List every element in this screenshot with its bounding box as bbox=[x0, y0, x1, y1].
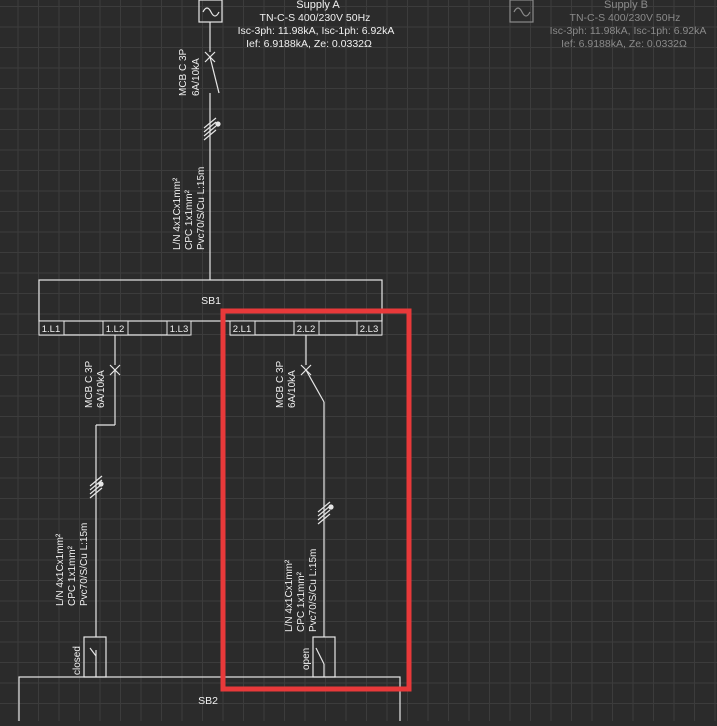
supply-a-system: TN-C-S 400/230V 50Hz bbox=[260, 12, 371, 24]
sb2-title: SB2 bbox=[198, 695, 218, 707]
breaker-contact bbox=[305, 369, 325, 403]
ac-wave-icon bbox=[513, 7, 531, 17]
supply-a-title: Supply A bbox=[296, 0, 340, 11]
ac-wave-icon bbox=[202, 7, 220, 17]
cable-tick-marks-icon bbox=[317, 501, 331, 525]
cable-left-spec: Pvc70/S/Cu L:15m bbox=[79, 523, 90, 606]
cable-main-cpc: CPC 1x1mm² bbox=[184, 189, 195, 250]
terminal-1-l1[interactable]: 1.L1 bbox=[38, 320, 65, 336]
breaker-right-rating: 6A/10kA bbox=[287, 370, 298, 408]
terminal-2-l2[interactable]: 2.L2 bbox=[293, 320, 320, 336]
terminal-label: 2.L1 bbox=[233, 324, 252, 335]
switch-left-state: closed bbox=[72, 646, 83, 675]
supply-a-earth-fault: Ief: 6.9188kA, Ze: 0.0332Ω bbox=[246, 38, 372, 50]
supply-b-source-icon bbox=[509, 0, 534, 23]
supply-b-fault-current: Isc-3ph: 11.98kA, Isc-1ph: 6.92kA bbox=[550, 25, 707, 37]
cable-right-conductors: L/N 4x1Cx1mm² bbox=[284, 559, 295, 632]
supply-b-earth-fault: Ief: 6.9188kA, Ze: 0.0332Ω bbox=[561, 38, 687, 50]
terminal-2-l1[interactable]: 2.L1 bbox=[229, 320, 256, 336]
cable-main-conductors: L/N 4x1Cx1mm² bbox=[172, 177, 183, 250]
sb1-body bbox=[38, 279, 383, 322]
main-feeder[interactable] bbox=[203, 22, 221, 280]
cable-tick-marks-icon bbox=[203, 117, 217, 141]
neutral-dot-icon bbox=[98, 481, 104, 487]
terminal-2-l3[interactable]: 2.L3 bbox=[356, 320, 383, 336]
cable-left-cpc: CPC 1x1mm² bbox=[67, 545, 78, 606]
cable-right-cpc: CPC 1x1mm² bbox=[296, 571, 307, 632]
cable-main-label[interactable]: L/N 4x1Cx1mm² CPC 1x1mm² Pvc70/S/Cu L:15… bbox=[172, 167, 207, 250]
terminal-label: 1.L3 bbox=[170, 324, 189, 335]
switch-right-state: open bbox=[301, 648, 312, 670]
supply-b[interactable]: Supply B TN-C-S 400/230V 50Hz Isc-3ph: 1… bbox=[509, 0, 707, 50]
breaker-right-label[interactable]: MCB C 3P 6A/10kA bbox=[275, 360, 298, 408]
supply-a[interactable]: Supply A TN-C-S 400/230V 50Hz Isc-3ph: 1… bbox=[198, 0, 395, 50]
switch-left-frame bbox=[83, 636, 107, 678]
cable-right-label[interactable]: L/N 4x1Cx1mm² CPC 1x1mm² Pvc70/S/Cu L:15… bbox=[284, 549, 319, 632]
switch-left-blade bbox=[89, 647, 97, 657]
supply-b-title: Supply B bbox=[604, 0, 648, 11]
sb2-body bbox=[18, 676, 401, 726]
terminal-1-l2[interactable]: 1.L2 bbox=[102, 320, 129, 336]
breaker-contact bbox=[209, 56, 220, 94]
breaker-left-rating: 6A/10kA bbox=[96, 370, 107, 408]
cable-right-spec: Pvc70/S/Cu L:15m bbox=[308, 549, 319, 632]
breaker-left-type: MCB C 3P bbox=[84, 360, 95, 408]
switch-right-blade-open bbox=[315, 647, 325, 665]
terminal-1-l3[interactable]: 1.L3 bbox=[166, 320, 192, 336]
sb1-title: SB1 bbox=[201, 295, 221, 307]
sb2-switchboard[interactable]: SB2 bbox=[18, 676, 401, 726]
terminal-label: 2.L3 bbox=[360, 324, 379, 335]
selection-highlight bbox=[220, 308, 412, 692]
cable-left-label[interactable]: L/N 4x1Cx1mm² CPC 1x1mm² Pvc70/S/Cu L:15… bbox=[55, 523, 90, 606]
terminal-label: 1.L2 bbox=[106, 324, 125, 335]
supply-b-system: TN-C-S 400/230V 50Hz bbox=[570, 12, 681, 24]
neutral-dot-icon bbox=[328, 504, 334, 510]
sb1-switchboard[interactable]: SB1 1.L1 1.L2 1.L3 2.L1 2.L2 2.L3 bbox=[38, 279, 383, 336]
breaker-main-rating: 6A/10kA bbox=[191, 58, 202, 96]
breaker-right-type: MCB C 3P bbox=[275, 360, 286, 408]
breaker-left-label[interactable]: MCB C 3P 6A/10kA bbox=[84, 360, 107, 408]
cable-left-conductors: L/N 4x1Cx1mm² bbox=[55, 533, 66, 606]
breaker-main-type: MCB C 3P bbox=[178, 48, 189, 96]
neutral-dot-icon bbox=[215, 121, 221, 127]
supply-a-fault-current: Isc-3ph: 11.98kA, Isc-1ph: 6.92kA bbox=[238, 25, 395, 37]
breaker-main-label[interactable]: MCB C 3P 6A/10kA bbox=[178, 48, 202, 96]
terminal-label: 1.L1 bbox=[42, 324, 61, 335]
cable-main-spec: Pvc70/S/Cu L:15m bbox=[196, 167, 207, 250]
terminal-label: 2.L2 bbox=[297, 324, 316, 335]
